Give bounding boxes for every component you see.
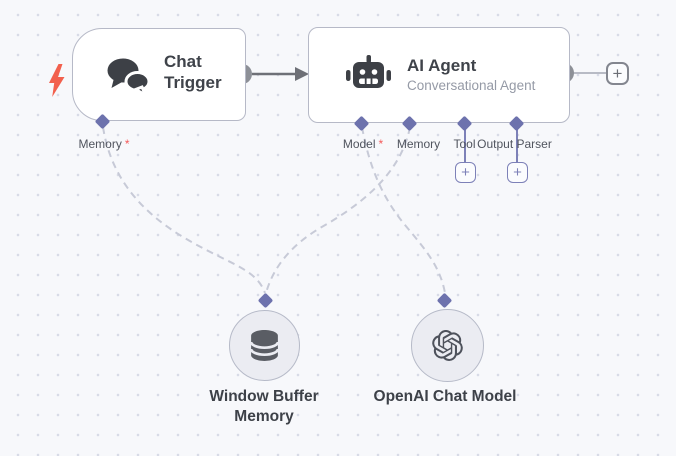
agent-tool-port-label: Tool <box>453 137 476 151</box>
openai-chat-model-label: OpenAI Chat Model <box>373 388 517 405</box>
chat-bubbles-icon <box>107 58 151 97</box>
agent-memory-port-label: Memory <box>396 137 441 151</box>
plus-icon: + <box>513 164 522 181</box>
database-icon <box>249 330 280 361</box>
wire-agent-model-to-openai-chat-model[interactable] <box>361 126 446 294</box>
ai-agent-title: AI Agent <box>407 56 477 75</box>
plus-icon: + <box>461 164 470 181</box>
agent-model-port-label: Model* <box>342 137 384 151</box>
node-chat-trigger[interactable]: Chat Trigger <box>72 28 246 121</box>
robot-icon <box>346 55 391 88</box>
wire-arrowhead-icon <box>295 67 309 81</box>
lightning-bolt-icon <box>49 64 65 97</box>
add-tool-button[interactable]: + <box>455 162 476 183</box>
node-openai-chat-model[interactable] <box>411 309 484 382</box>
chat-trigger-memory-port-label: Memory* <box>78 137 130 151</box>
node-ai-agent[interactable]: AI Agent Conversational Agent <box>308 27 570 123</box>
agent-output-parser-port-label: Output Parser <box>477 137 552 151</box>
add-next-node-button[interactable]: + <box>606 62 629 85</box>
chat-trigger-title: Chat Trigger <box>164 52 222 92</box>
wire-chat-memory-to-window-buffer-memory[interactable] <box>102 126 266 294</box>
add-output-parser-button[interactable]: + <box>507 162 528 183</box>
openai-logo-icon <box>432 330 463 361</box>
plus-icon: + <box>612 63 623 83</box>
window-buffer-memory-label: Window Buffer Memory <box>209 388 319 425</box>
node-window-buffer-memory[interactable] <box>229 310 300 381</box>
ai-agent-subtitle: Conversational Agent <box>407 78 536 93</box>
wire-agent-memory-to-window-buffer-memory[interactable] <box>265 126 411 294</box>
